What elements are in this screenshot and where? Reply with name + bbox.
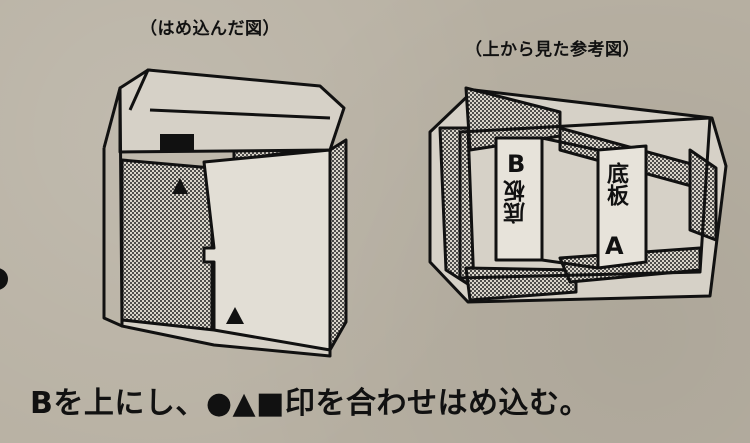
triangle-mark-icon-lower <box>226 307 244 324</box>
assembled-box-figure <box>102 68 348 358</box>
right-dotted-side <box>328 138 348 352</box>
top-view-figure <box>428 86 728 304</box>
triangle-mark-icon-upper <box>172 178 188 194</box>
board-b-text: 底板 <box>504 180 529 224</box>
caption-top-view: （上から見た参考図） <box>465 40 640 60</box>
square-mark-icon <box>160 134 194 152</box>
left-dotted-wall <box>438 126 476 290</box>
left-dotted-panel <box>120 158 214 332</box>
board-a <box>596 144 648 270</box>
assembly-instruction: Bを上にし、●▲■印を合わせはめ込む。 <box>30 386 590 421</box>
circle-marker-icon <box>0 268 8 290</box>
right-front-panel <box>202 148 332 352</box>
board-a-letter: A <box>605 232 624 260</box>
caption-assembled-view: （はめ込んだ図） <box>140 19 280 39</box>
inner-frame <box>458 116 712 280</box>
board-b <box>494 136 544 262</box>
board-b-letter: B <box>507 150 526 178</box>
board-a-text: 底板 <box>603 162 628 206</box>
